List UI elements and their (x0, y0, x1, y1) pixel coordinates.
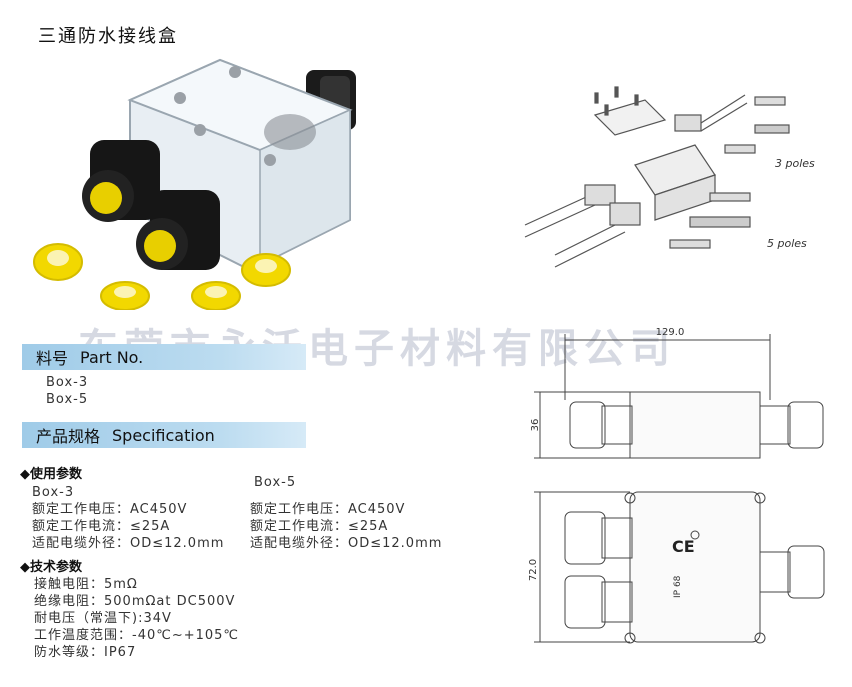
page-title: 三通防水接线盒 (38, 26, 178, 47)
part-no-list: Box-3 Box-5 (46, 374, 88, 408)
technical-drawing: 129.0 36 72.0 CE IP 68 (528, 327, 825, 644)
part-no-item: Box-5 (46, 392, 89, 407)
tech-heading: ◆技术参数 (20, 560, 83, 575)
diamond-bullet-icon: ◆ (20, 467, 30, 482)
usage-col2: Box-5 额定工作电压：AC450V 额定工作电流：≤25A 适配电缆外径：O… (250, 474, 442, 552)
part-no-label-en: Part No. (80, 347, 144, 367)
yellow-seal-rings (33, 243, 291, 310)
usage-line: 额定工作电压：AC450V (250, 502, 406, 517)
poles3-label: 3 poles (775, 157, 815, 170)
spec-header: 产品规格 Specification (22, 422, 306, 448)
tech-line: 工作温度范围：-40℃~+105℃ (34, 628, 240, 643)
ce-mark: CE (672, 537, 695, 556)
spec-label-en: Specification (112, 425, 215, 445)
ip-mark: IP 68 (673, 575, 683, 598)
tech-line: 防水等级：IP67 (34, 645, 137, 660)
usage-line: 适配电缆外径：OD≤12.0mm (32, 536, 225, 551)
usage-line: 适配电缆外径：OD≤12.0mm (250, 536, 443, 551)
part-no-label-cn: 料号 (36, 349, 69, 368)
usage-col1-model: Box-3 (32, 485, 75, 500)
dim-height-top: 72.0 (528, 559, 539, 581)
tech-line: 耐电压（常温下):34V (34, 611, 172, 626)
usage-col2-model: Box-5 (254, 475, 297, 490)
usage-heading: ◆使用参数 (20, 467, 83, 482)
usage-col1: Box-3 额定工作电压：AC450V 额定工作电流：≤25A 适配电缆外径：O… (32, 484, 224, 552)
usage-line: 额定工作电流：≤25A (250, 519, 389, 534)
part-no-item: Box-3 (46, 375, 89, 390)
front-gland-2 (136, 190, 220, 270)
part-no-header: 料号 Part No. (22, 344, 306, 370)
front-gland-1 (82, 140, 160, 222)
tech-line: 绝缘电阻：500mΩat DC500V (34, 594, 236, 609)
dim-width: 129.0 (656, 327, 685, 338)
dim-height-side: 36 (530, 419, 541, 432)
product-photo (33, 58, 356, 310)
tech-line: 接触电阻：5mΩ (34, 577, 138, 592)
spec-label-cn: 产品规格 (36, 427, 101, 446)
poles5-label: 5 poles (767, 237, 807, 250)
usage-line: 额定工作电流：≤25A (32, 519, 171, 534)
tech-list: 接触电阻：5mΩ 绝缘电阻：500mΩat DC500V 耐电压（常温下):34… (34, 576, 239, 661)
diamond-bullet-icon: ◆ (20, 560, 30, 575)
usage-line: 额定工作电压：AC450V (32, 502, 188, 517)
exploded-diagram: 3 poles 5 poles (524, 86, 815, 268)
